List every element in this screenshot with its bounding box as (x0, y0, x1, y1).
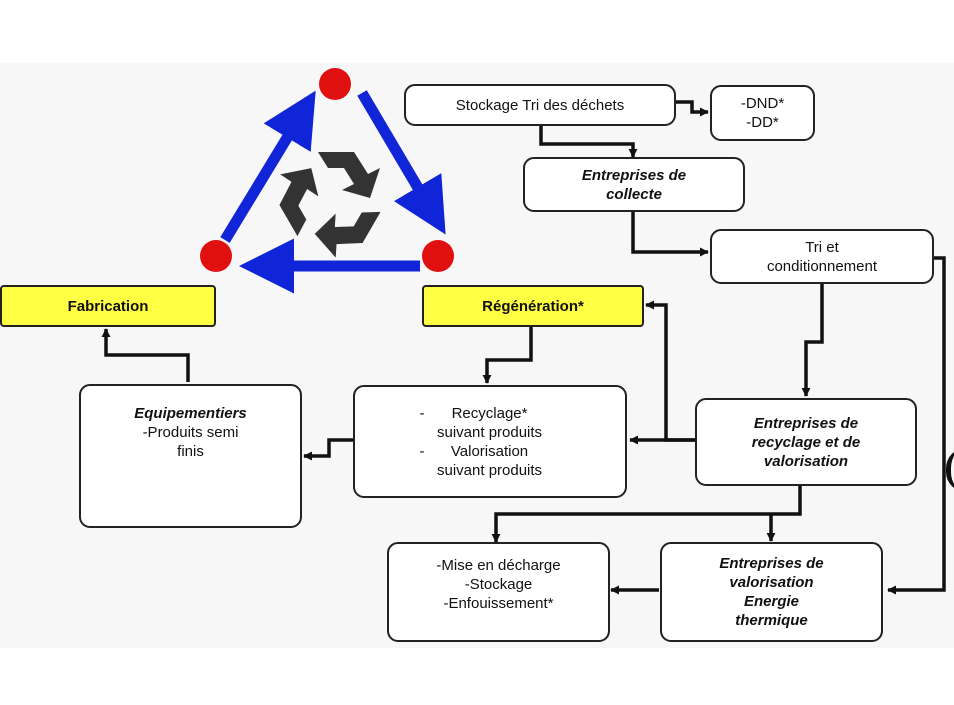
connector-stockage-dnd (676, 100, 709, 117)
connector-stockage-collecte (539, 126, 638, 158)
recyclage-line-1: Recyclage* (451, 404, 528, 422)
box-recyclage-valorisation: - Recyclage* suivant produits - Valorisa… (353, 385, 627, 498)
equipementiers-title: Equipementiers (134, 405, 247, 422)
connector-recyclage-regeneration (645, 300, 695, 442)
triangle-node-left (200, 240, 232, 272)
dd-label: -DD* (746, 114, 779, 131)
connector-regeneration-list (482, 327, 533, 384)
collecte-line-1: Entreprises de (581, 166, 687, 184)
tri-line-2: conditionnement (766, 257, 878, 275)
decharge-line-2: -Stockage (464, 576, 533, 593)
recyclage-line-2: suivant produits (437, 423, 543, 441)
triangle-node-right (422, 240, 454, 272)
entr-valorisation-line-2: valorisation (729, 574, 814, 591)
list-dash: - (419, 442, 425, 460)
connector-tri-valorisation (887, 256, 946, 595)
connector-recyclage-split (491, 486, 802, 543)
triangle-arrow-left (220, 90, 316, 243)
valorisation-line-1: Valorisation (450, 442, 529, 460)
box-entreprises-valorisation: Entreprises de valorisation Energie ther… (660, 542, 883, 642)
entr-recyclage-line-3: valorisation (763, 452, 849, 470)
entr-recyclage-line-2: recyclage et de (751, 433, 861, 451)
list-item-recyclage: - Recyclage* suivant produits (407, 404, 543, 442)
entr-recyclage-line-1: Entreprises de (753, 414, 859, 432)
stockage-label: Stockage Tri des déchets (455, 96, 625, 114)
cropped-shape-edge (946, 448, 954, 492)
box-fabrication: Fabrication (0, 285, 216, 327)
regeneration-label: Régénération* (482, 297, 584, 315)
box-tri-conditionnement: Tri et conditionnement (710, 229, 934, 284)
recycle-symbol-icon (279, 152, 381, 258)
entr-valorisation-line-4: thermique (735, 612, 808, 629)
entr-valorisation-line-1: Entreprises de (719, 555, 824, 572)
box-entreprises-collecte: Entreprises de collecte (523, 157, 745, 212)
connector-list-equipementiers (303, 438, 353, 461)
entr-valorisation-line-3: Energie (743, 593, 800, 610)
triangle-arrow-right (357, 90, 446, 235)
tri-line-1: Tri et (805, 238, 839, 256)
list-item-valorisation: - Valorisation suivant produits (407, 442, 543, 480)
equipementiers-line-1: -Produits semi (142, 424, 239, 441)
valorisation-line-2: suivant produits (437, 461, 543, 479)
list-dash: - (419, 404, 425, 422)
equipementiers-line-2: finis (177, 443, 204, 460)
fabrication-label: Fabrication (67, 297, 149, 315)
decharge-line-3: -Enfouissement* (443, 595, 554, 612)
box-dnd-dd: -DND* -DD* (710, 85, 815, 141)
triangle-node-top (319, 68, 351, 100)
decharge-line-1: -Mise en décharge (436, 557, 561, 574)
box-regeneration: Régénération* (422, 285, 644, 327)
box-equipementiers: Equipementiers -Produits semi finis (79, 384, 302, 528)
connector-collecte-tri (631, 212, 709, 257)
box-entreprises-recyclage: Entreprises de recyclage et de valorisat… (695, 398, 917, 486)
collecte-line-2: collecte (606, 185, 662, 203)
dnd-label: -DND* (740, 95, 785, 112)
connector-equipementiers-fabrication (101, 328, 190, 382)
connector-tri-recyclage (801, 284, 824, 397)
box-stockage-tri: Stockage Tri des déchets (404, 84, 676, 126)
box-mise-en-decharge: -Mise en décharge -Stockage -Enfouisseme… (387, 542, 610, 642)
